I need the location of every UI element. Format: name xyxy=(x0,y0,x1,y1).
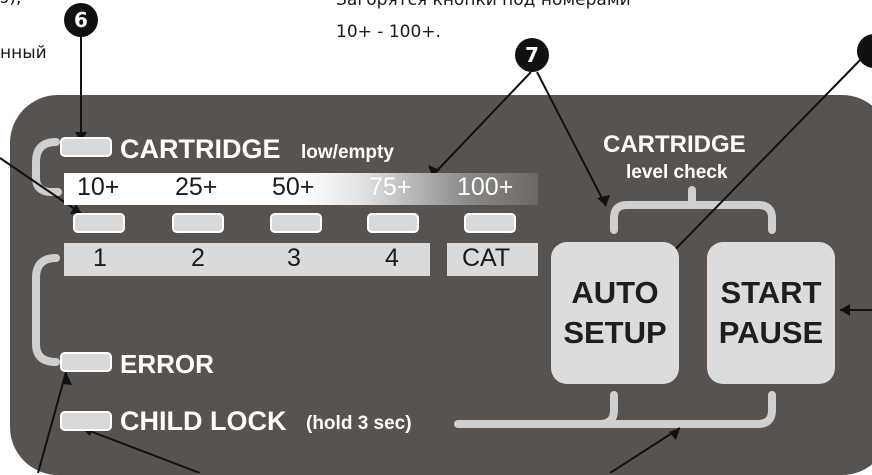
annotation-fragment-left: нный xyxy=(0,43,47,63)
number-label-3: 3 xyxy=(287,244,301,272)
auto-setup-line1: AUTO xyxy=(571,275,659,310)
error-led xyxy=(60,352,112,372)
cat-strip xyxy=(447,243,538,276)
level-led-cat xyxy=(464,213,516,233)
callout-badge-7: 7 xyxy=(515,38,549,72)
annotation-fragment-top: э), xyxy=(0,0,21,8)
cat-label: CAT xyxy=(462,244,511,272)
error-label: ERROR xyxy=(120,349,214,379)
cartridge-sub-label: low/empty xyxy=(301,142,394,163)
level-label-75: 75+ xyxy=(369,173,412,201)
level-label-25: 25+ xyxy=(175,173,218,201)
annotation-text-line2: 10+ - 100+. xyxy=(336,22,441,42)
number-label-4: 4 xyxy=(385,244,399,272)
level-led-3 xyxy=(270,213,322,233)
level-strip xyxy=(64,173,538,205)
level-label-100: 100+ xyxy=(457,173,514,201)
annotation-text-line1: Загорятся кнопки под номерами xyxy=(336,0,631,10)
level-led-1 xyxy=(73,213,125,233)
child-lock-hint: (hold 3 sec) xyxy=(306,413,412,434)
child-lock-led xyxy=(60,411,112,431)
number-label-1: 1 xyxy=(93,244,107,272)
cartridge-label: CARTRIDGE xyxy=(120,134,281,164)
level-check-sub: level check xyxy=(626,162,728,183)
child-lock-label: CHILD LOCK xyxy=(120,406,287,436)
cartridge-low-led xyxy=(60,137,112,157)
auto-setup-line2: SETUP xyxy=(563,315,667,350)
level-label-10: 10+ xyxy=(77,173,120,201)
start-pause-button[interactable]: START PAUSE xyxy=(707,242,835,384)
callout-badge-6: 6 xyxy=(64,3,98,37)
level-label-50: 50+ xyxy=(272,173,315,201)
level-led-4 xyxy=(367,213,419,233)
start-pause-line2: PAUSE xyxy=(718,315,824,350)
level-led-2 xyxy=(172,213,224,233)
level-check-title: CARTRIDGE xyxy=(603,131,746,158)
start-pause-line1: START xyxy=(720,275,822,310)
auto-setup-button[interactable]: AUTO SETUP xyxy=(551,242,679,384)
number-strip xyxy=(64,243,430,276)
number-label-2: 2 xyxy=(191,244,205,272)
